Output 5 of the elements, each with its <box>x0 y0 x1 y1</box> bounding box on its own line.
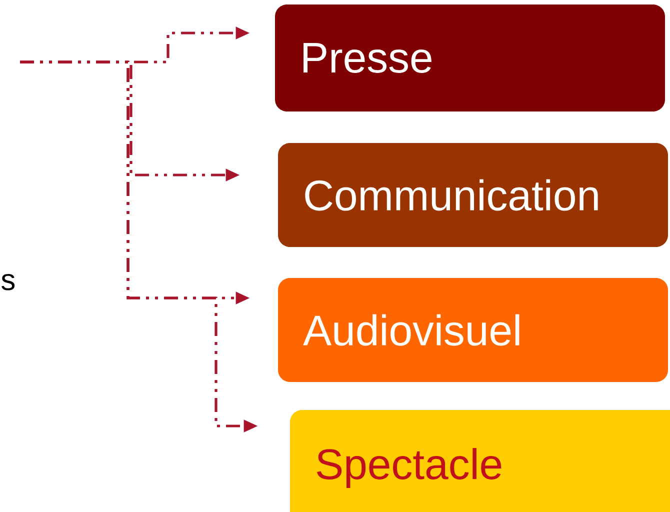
category-box: Spectacle <box>290 410 670 512</box>
cut-off-text: s <box>2 274 15 290</box>
category-box: Communication <box>278 143 668 247</box>
category-box: Presse <box>275 4 665 112</box>
category-box: Audiovisuel <box>278 278 668 382</box>
